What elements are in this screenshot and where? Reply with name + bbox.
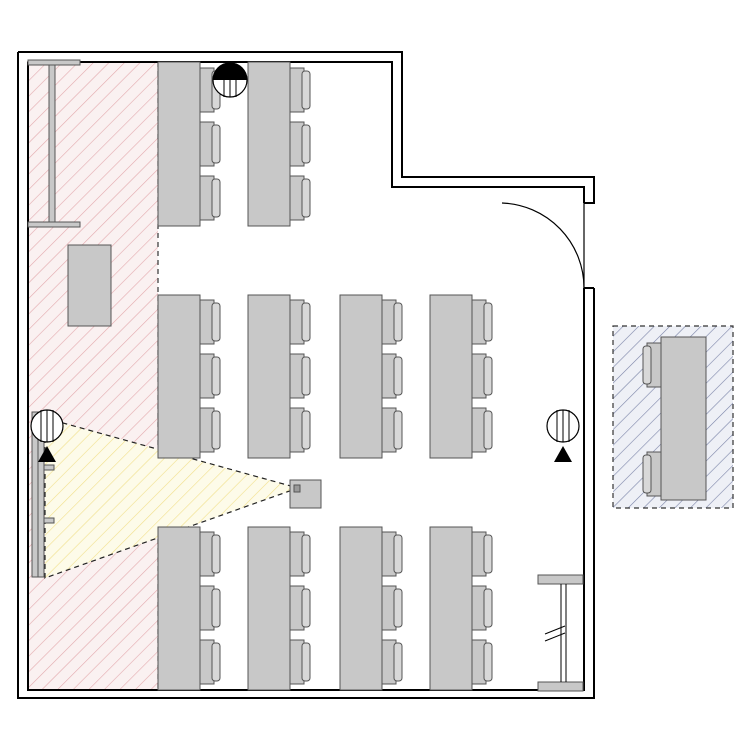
table-3-3 [339,526,403,691]
table-1-2 [247,61,311,227]
door-swing-icon [501,202,585,289]
chair [642,342,662,388]
outside-zone-boundary [612,325,734,509]
outside-seating [612,325,734,509]
chair [289,299,311,345]
chair [199,353,221,399]
table-3-1 [157,526,221,691]
staff-zone [27,62,158,690]
chair [289,121,311,167]
chair [471,299,493,345]
chair [289,175,311,221]
cctv-camera-icon [546,409,580,462]
chair [199,121,221,167]
chair [199,407,221,453]
chair [289,585,311,631]
chair [381,299,403,345]
projection-screen [31,411,55,578]
chair [289,639,311,685]
chair [471,353,493,399]
cctv-camera-icon [212,62,248,98]
chair [289,407,311,453]
chair [199,299,221,345]
chair [289,353,311,399]
chair [381,407,403,453]
chair [199,639,221,685]
chair [381,353,403,399]
chair [289,531,311,577]
projector-icon [289,479,322,509]
wall-shelf [27,59,81,228]
table-3-2 [247,526,311,691]
chair [642,451,662,497]
chair [381,531,403,577]
outside-table [642,336,707,501]
cctv-camera-icon [30,409,64,462]
table-2-1 [157,294,221,459]
chair [471,531,493,577]
table-2-2 [247,294,311,459]
cctv-camera-top [212,62,248,98]
room-walls [17,51,595,699]
cctv-camera-right [546,409,580,462]
door[interactable] [501,202,585,289]
table-3-4 [429,526,493,691]
table-2-4 [429,294,493,459]
chair [381,585,403,631]
teacher-desk [67,244,112,327]
cctv-camera-left [30,409,64,462]
chair [199,585,221,631]
chair [471,585,493,631]
table-1-1 [157,61,221,227]
chair [471,407,493,453]
chair [471,639,493,685]
table-2-3 [339,294,403,459]
chair [381,639,403,685]
chair [289,67,311,113]
chair [199,175,221,221]
classroom-tables [157,61,493,691]
window-icon [537,574,584,692]
chair [199,531,221,577]
